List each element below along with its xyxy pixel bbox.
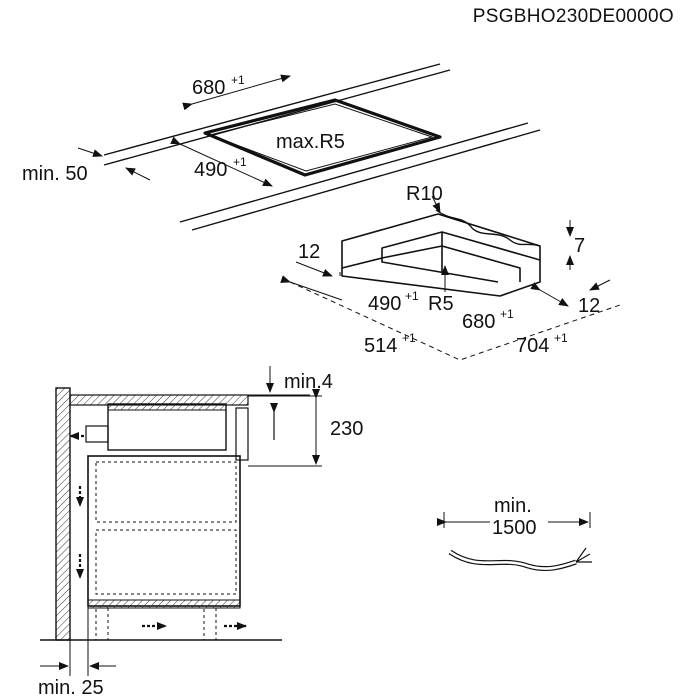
power-cable-view (437, 512, 592, 571)
cabinet-section-view (40, 366, 322, 676)
min-front-distance-label: min. 50 (22, 163, 88, 185)
frame-corner-view (280, 195, 621, 361)
frame-inner-width-tolerance: +1 (500, 307, 514, 321)
cutout-width-label: 680 (192, 77, 225, 99)
hob-unit (107, 403, 227, 451)
frame-height-label: 7 (574, 235, 585, 257)
worktop-cutout-view (77, 63, 541, 231)
cutout-depth-tolerance: +1 (233, 155, 247, 169)
document-code: PSGBHO230DE0000O (473, 6, 674, 27)
frame-outer-depth-label: 514 (364, 335, 397, 357)
gap-label: min.4 (284, 371, 333, 393)
frame-inner-depth-label: 490 (368, 293, 401, 315)
frame-outer-depth-tolerance: +1 (402, 331, 416, 345)
cutout-width-tolerance: +1 (231, 73, 245, 87)
frame-inner-width-label: 680 (462, 311, 495, 333)
frame-rim-left-label: 12 (298, 241, 320, 263)
wall-gap-label: min. 25 (38, 677, 104, 699)
cutout-radius-label: max.R5 (276, 131, 345, 153)
cutout-depth-label: 490 (194, 159, 227, 181)
height-label: 230 (330, 418, 363, 440)
cable-length-label: 1500 (492, 517, 537, 539)
frame-rim-right-label: 12 (578, 295, 600, 317)
cabinet-body (87, 455, 241, 607)
frame-inner-radius-label: R5 (428, 293, 454, 315)
frame-outer-radius-label: R10 (406, 183, 443, 205)
frame-inner-depth-tolerance: +1 (405, 289, 419, 303)
wall (55, 387, 71, 641)
cable-min-label: min. (494, 495, 532, 517)
frame-outer-width-tolerance: +1 (554, 331, 568, 345)
frame-outer-width-label: 704 (516, 335, 549, 357)
